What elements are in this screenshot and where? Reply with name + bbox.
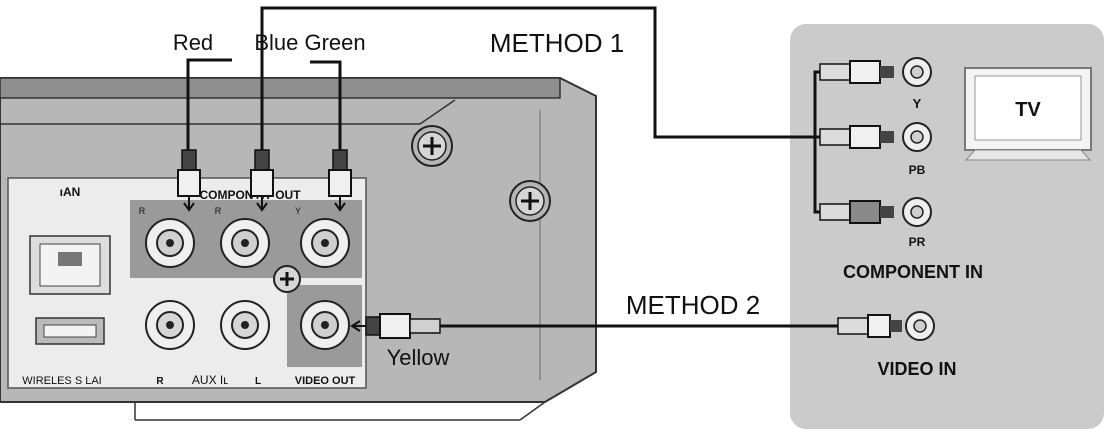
tv-y-label: Y — [913, 96, 922, 111]
jack-y-label: Y — [295, 206, 301, 216]
aux-in-label: AUX Iʟ — [192, 373, 228, 387]
jack-video-out — [300, 300, 350, 350]
tv-pr-label: PR — [909, 235, 926, 249]
lan-label: ıAN — [60, 185, 81, 199]
screw-icon-3 — [273, 265, 301, 293]
plug-red — [177, 149, 201, 212]
jack-component-pr-out — [145, 218, 195, 268]
jack-aux-l — [220, 300, 270, 350]
video-in-label: VIDEO IN — [877, 359, 956, 379]
tv-icon: TV — [964, 67, 1092, 161]
yellow-cable-label: Yellow — [387, 345, 450, 370]
aux-l-label: L — [255, 376, 261, 387]
wireless-lan-label: WIRELES S LAI — [22, 375, 101, 387]
plug-green — [328, 149, 352, 212]
screw-icon-1 — [411, 125, 453, 167]
tv-label: TV — [1015, 99, 1041, 121]
tv-plug-pb — [819, 122, 932, 152]
jack-component-y-out — [300, 218, 350, 268]
jack-aux-r — [145, 300, 195, 350]
red-cable-label: Red — [173, 30, 213, 55]
jack-component-pb-out — [220, 218, 270, 268]
method-2-label: METHOD 2 — [626, 290, 760, 320]
jack-r2-label: R — [215, 206, 222, 216]
component-in-label: COMPONENT IN — [843, 262, 983, 282]
tv-plug-pr — [819, 197, 932, 227]
screw-icon-2 — [509, 180, 551, 222]
lan-port-icon — [29, 235, 111, 295]
tv-plug-y — [819, 57, 932, 87]
aux-r-label: R — [156, 376, 164, 387]
method-1-label: METHOD 1 — [490, 28, 624, 58]
plug-blue — [250, 149, 274, 212]
video-out-label: VIDEO OUT — [295, 375, 356, 387]
tv-pb-label: PB — [909, 163, 926, 177]
tv-plug-video — [837, 311, 935, 341]
plug-yellow — [350, 313, 441, 339]
component-cable-wires — [186, 6, 840, 328]
blue-green-cable-label: Blue Green — [254, 30, 365, 55]
usb-port-icon — [35, 317, 105, 345]
jack-r1-label: R — [139, 206, 146, 216]
